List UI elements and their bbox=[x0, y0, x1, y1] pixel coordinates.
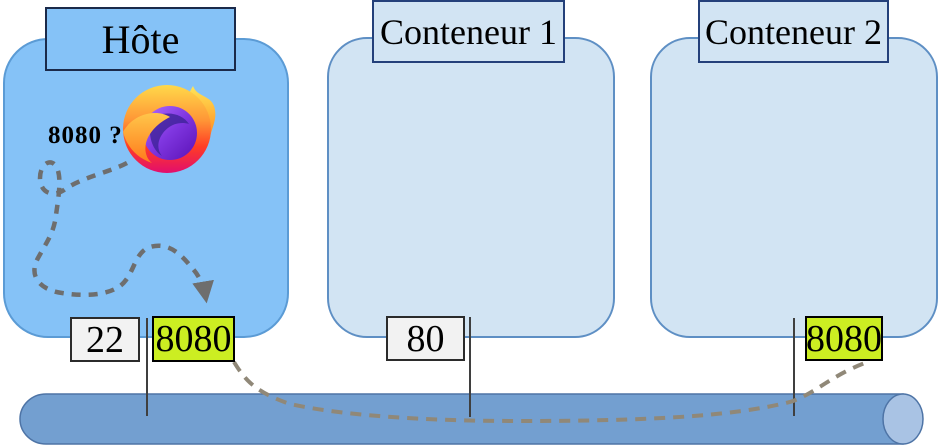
network-pipe bbox=[19, 393, 904, 445]
container-1-title: Conteneur 1 bbox=[372, 0, 565, 63]
firefox-logo-icon bbox=[123, 85, 216, 173]
port-label-8080-host: 8080 bbox=[152, 316, 235, 362]
question-label: 8080 ? bbox=[48, 122, 123, 149]
port-label-8080-container2: 8080 bbox=[805, 316, 883, 361]
pipe-end-cap bbox=[882, 393, 924, 445]
host-box bbox=[3, 38, 289, 338]
port-label-22: 22 bbox=[70, 317, 140, 362]
port-label-80: 80 bbox=[386, 316, 465, 361]
dashed-squiggle-arrow bbox=[32, 160, 214, 304]
container-2-title: Conteneur 2 bbox=[698, 0, 889, 63]
container-1-box bbox=[327, 37, 615, 338]
host-title: Hôte bbox=[45, 7, 236, 71]
